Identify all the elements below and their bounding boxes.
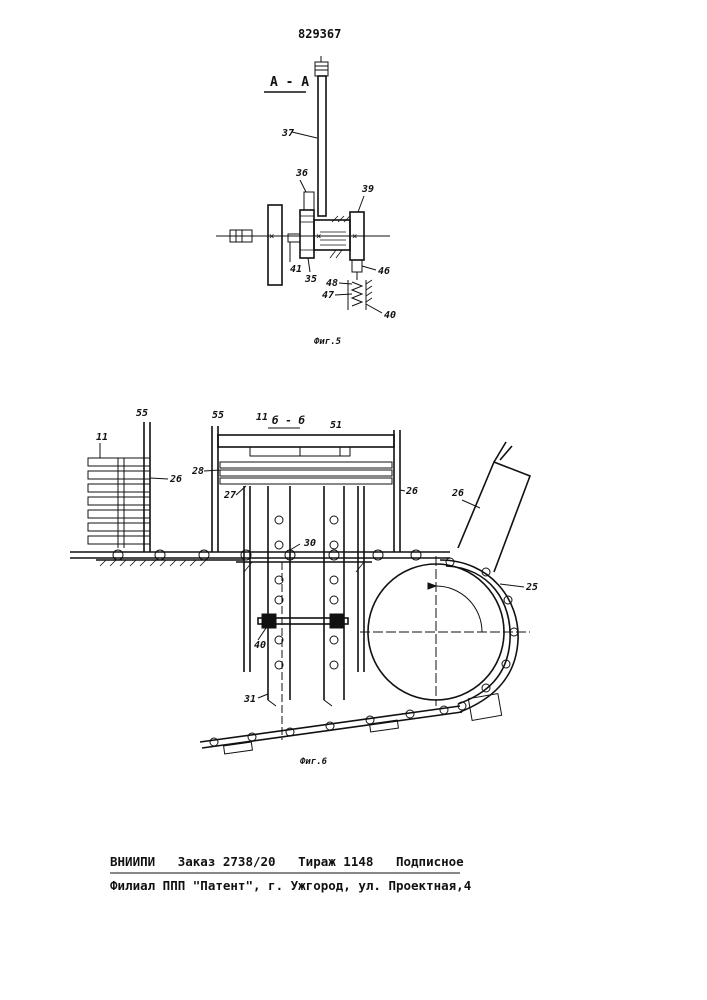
- label-40: 40: [384, 310, 396, 321]
- inclined-chute: [458, 462, 530, 572]
- label-30: 30: [303, 538, 316, 549]
- svg-text:×: ×: [352, 232, 357, 242]
- plate-stack-center: [220, 462, 392, 484]
- label-41: 41: [290, 264, 302, 275]
- plate-stack-left: [88, 458, 150, 548]
- label-55-left: 55: [136, 408, 148, 419]
- label-36: 36: [295, 168, 308, 179]
- lift-columns: [244, 486, 364, 700]
- label-26-center: 26: [405, 486, 418, 497]
- label-27: 27: [223, 490, 236, 501]
- drum-chain: [440, 560, 518, 712]
- svg-text:×: ×: [269, 232, 274, 242]
- section-label-b-b: б - б: [272, 414, 305, 427]
- top-beam-51: [218, 435, 394, 447]
- part-36: [304, 192, 314, 210]
- figure-6-caption: Фиг.6: [300, 757, 328, 767]
- label-31: 31: [243, 694, 256, 705]
- section-label-a-a: А - А: [270, 75, 309, 90]
- plunger-46: [352, 260, 362, 272]
- rod-37: [318, 76, 326, 216]
- label-39: 39: [361, 184, 374, 195]
- footer-line-1: ВНИИПИ Заказ 2738/20 Тираж 1148 Подписно…: [110, 854, 464, 869]
- imprint-footer: ВНИИПИ Заказ 2738/20 Тираж 1148 Подписно…: [110, 854, 471, 893]
- lower-conveyor-top: [200, 706, 460, 742]
- label-47: 47: [322, 290, 334, 301]
- label-26-left: 26: [169, 474, 182, 485]
- label-55-right: 55: [212, 410, 224, 421]
- label-46: 46: [378, 266, 390, 277]
- label-37: 37: [281, 128, 294, 139]
- label-26-chute: 26: [451, 488, 464, 499]
- label-51: 51: [330, 420, 342, 431]
- label-11-left: 11: [96, 432, 108, 443]
- label-28: 28: [191, 466, 204, 477]
- figure-5: А - А 37 36 × ×: [216, 56, 396, 347]
- label-48: 48: [326, 278, 338, 289]
- patent-number: 829367: [298, 27, 341, 41]
- footer-line-2: Филиал ППП "Патент", г. Ужгород, ул. Про…: [110, 878, 471, 893]
- part-41: [288, 234, 300, 242]
- svg-text:×: ×: [316, 232, 321, 242]
- gear-35: [300, 210, 314, 258]
- figure-6: 11 55 26: [70, 408, 538, 767]
- left-disc: [268, 205, 282, 285]
- label-25: 25: [525, 582, 538, 593]
- label-35: 35: [304, 274, 317, 285]
- spring-47: [352, 282, 362, 306]
- figure-5-caption: Фиг.5: [314, 337, 342, 347]
- drum-chain-rollers: [446, 558, 518, 710]
- rod-top-bolt: [315, 62, 328, 76]
- label-40-fig6: 40: [254, 640, 266, 651]
- label-11-center: 11: [256, 412, 268, 423]
